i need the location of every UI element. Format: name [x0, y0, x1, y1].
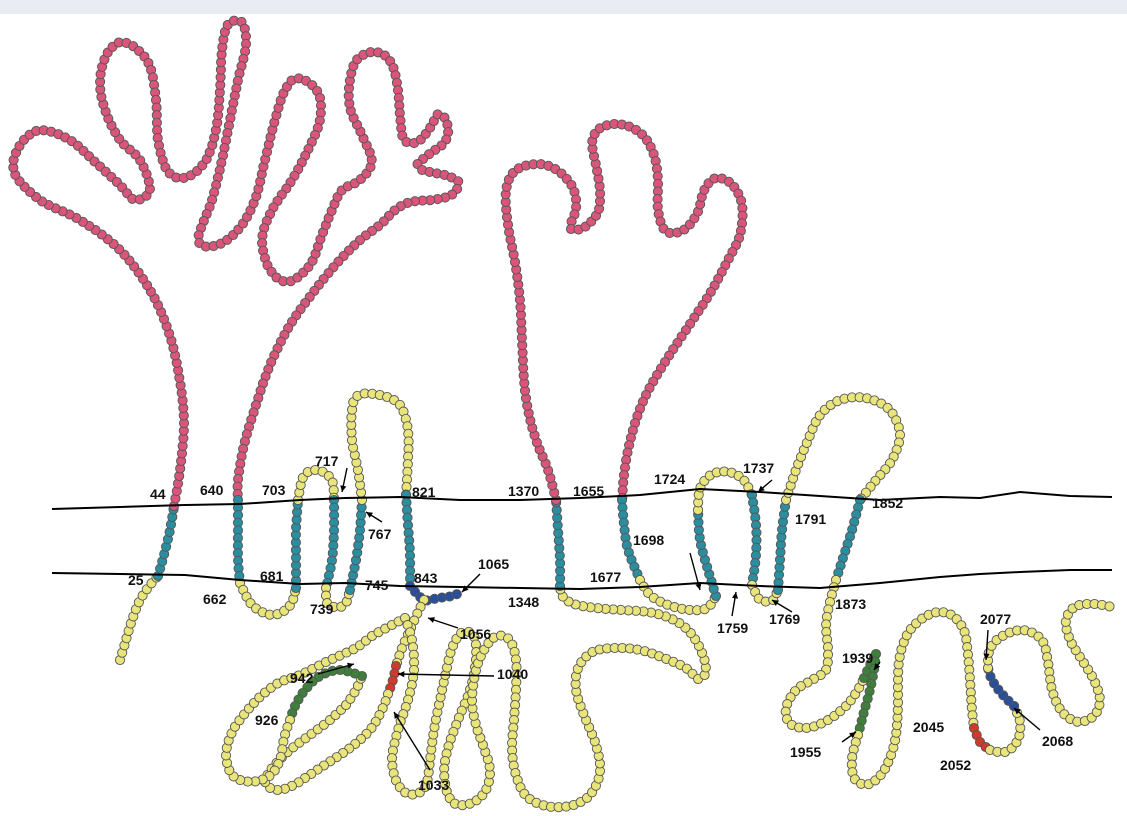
residue-label-1065: 1065 — [478, 556, 509, 572]
pointer-arrowhead — [340, 485, 346, 492]
residue-labels: 44 25 640 703 717 821 767 681 662 739 74… — [128, 453, 1073, 793]
residue-label-1655: 1655 — [573, 483, 604, 499]
residue-label-2045: 2045 — [913, 719, 944, 735]
residue-bead — [1105, 602, 1114, 611]
residue-label-739: 739 — [310, 601, 334, 617]
residue-label-44: 44 — [150, 486, 166, 502]
pointer-arrowhead — [732, 592, 738, 599]
residue-label-717: 717 — [315, 453, 339, 469]
residue-label-1791: 1791 — [795, 511, 826, 527]
residue-label-1056: 1056 — [460, 626, 491, 642]
residue-label-821: 821 — [412, 484, 436, 500]
residue-label-1852: 1852 — [872, 495, 903, 511]
residue-label-681: 681 — [260, 568, 284, 584]
residue-label-745: 745 — [365, 577, 389, 593]
residue-label-1040: 1040 — [497, 666, 528, 682]
residue-label-767: 767 — [368, 526, 392, 542]
residue-label-1873: 1873 — [835, 596, 866, 612]
residue-label-25: 25 — [128, 572, 144, 588]
residue-label-640: 640 — [200, 482, 224, 498]
residue-label-1737: 1737 — [743, 460, 774, 476]
residue-label-926: 926 — [255, 712, 279, 728]
residue-label-1348: 1348 — [508, 594, 539, 610]
residue-label-1955: 1955 — [790, 744, 821, 760]
residue-bead — [452, 590, 461, 599]
residue-label-1698: 1698 — [633, 532, 664, 548]
residue-label-1724: 1724 — [654, 471, 685, 487]
residue-label-1033: 1033 — [418, 777, 449, 793]
residue-label-843: 843 — [414, 570, 438, 586]
residue-label-662: 662 — [203, 591, 227, 607]
residue-label-1677: 1677 — [590, 569, 621, 585]
residue-label-942: 942 — [290, 670, 314, 686]
residue-chains — [9, 16, 1114, 812]
residue-label-2052: 2052 — [940, 757, 971, 773]
residue-label-2077: 2077 — [980, 611, 1011, 627]
residue-label-1769: 1769 — [769, 611, 800, 627]
pointer-arrowhead — [428, 617, 435, 623]
residue-label-1939: 1939 — [842, 650, 873, 666]
residue-label-1370: 1370 — [508, 483, 539, 499]
membrane-inner-line — [52, 570, 1112, 589]
residue-label-1759: 1759 — [717, 620, 748, 636]
pointer-line — [394, 712, 430, 770]
residue-label-703: 703 — [262, 482, 286, 498]
residue-label-2068: 2068 — [1042, 733, 1073, 749]
membrane — [52, 489, 1112, 589]
